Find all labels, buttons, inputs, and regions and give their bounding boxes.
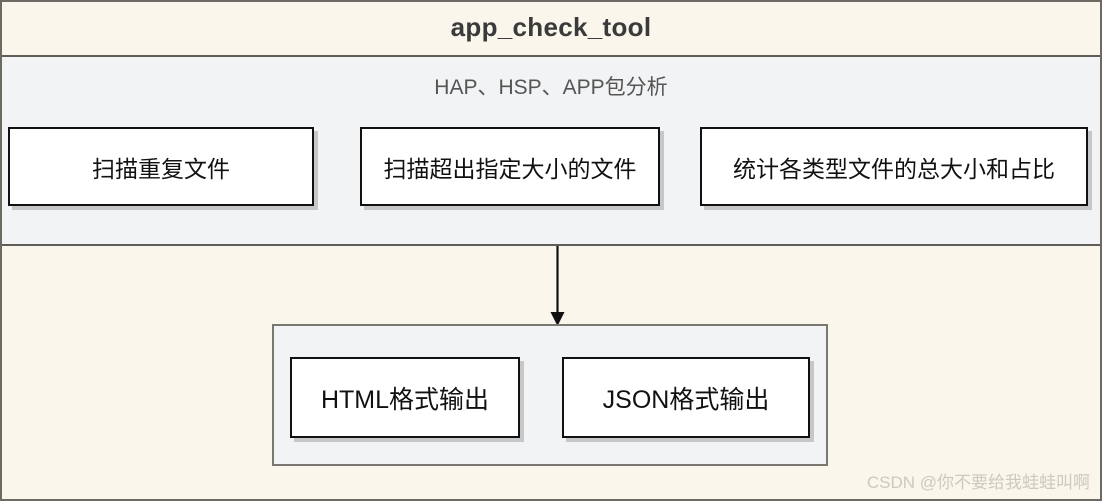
output-label: HTML格式输出 xyxy=(320,385,490,414)
output-box-json[interactable]: JSON格式输出 xyxy=(562,357,810,438)
feature-label: 统计各类型文件的总大小和占比 xyxy=(733,155,1055,182)
feature-box-scan-oversize-files[interactable]: 扫描超出指定大小的文件 xyxy=(360,127,660,206)
watermark: CSDN @你不要给我蛙蛙叫啊 xyxy=(866,473,1090,492)
feature-box-scan-duplicate-files[interactable]: 扫描重复文件 xyxy=(8,127,314,206)
feature-box-file-type-statistics[interactable]: 统计各类型文件的总大小和占比 xyxy=(700,127,1088,206)
analysis-subtitle: HAP、HSP、APP包分析 xyxy=(434,76,668,99)
output-label: JSON格式输出 xyxy=(602,385,770,414)
output-box-html[interactable]: HTML格式输出 xyxy=(290,357,520,438)
feature-label: 扫描超出指定大小的文件 xyxy=(383,155,637,182)
header-band: app_check_tool xyxy=(0,0,1102,57)
page-title: app_check_tool xyxy=(450,12,652,42)
feature-label: 扫描重复文件 xyxy=(92,155,230,182)
